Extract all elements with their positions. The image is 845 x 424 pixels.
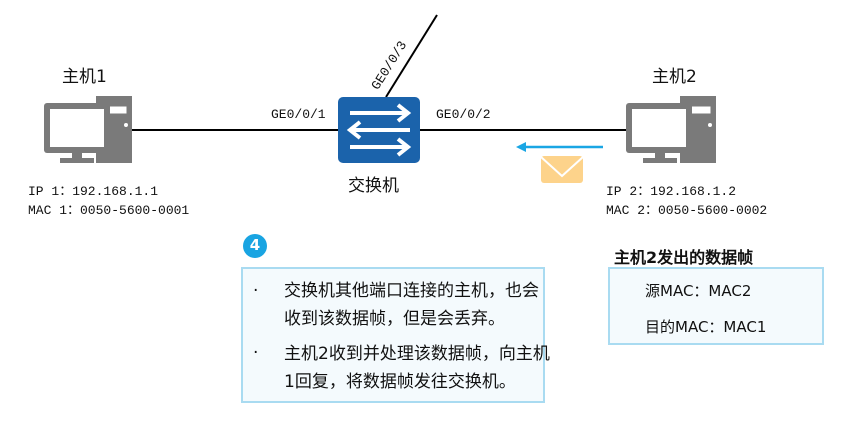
bullet-marker: · [253, 281, 259, 301]
host1-ip: IP 1：192.168.1.1 [28, 184, 159, 199]
envelope-icon [540, 156, 584, 183]
step-description-box: · 交换机其他端口连接的主机，也会 收到该数据帧，但是会丢弃。 · 主机2收到并… [241, 267, 550, 403]
bullet-1-line-2: 收到该数据帧，但是会丢弃。 [284, 309, 505, 329]
bullet-1-line-1: 交换机其他端口连接的主机，也会 [284, 281, 539, 301]
host1-label: 主机1 [62, 67, 107, 87]
frame-src-mac: 源MAC：MAC2 [645, 282, 752, 300]
switch-icon [338, 97, 420, 163]
bullet-2-line-2: 1回复，将数据帧发往交换机。 [284, 372, 516, 392]
port-ge002: GE0/0/2 [436, 107, 491, 122]
host1-mac: MAC 1：0050-5600-0001 [28, 203, 190, 218]
bullet-marker: · [253, 343, 259, 363]
frame-dst-mac: 目的MAC：MAC1 [645, 318, 767, 336]
bullet-2-line-1: 主机2收到并处理该数据帧，向主机 [284, 344, 550, 364]
host2-ip: IP 2：192.168.1.2 [606, 184, 737, 199]
host2-computer-icon [626, 96, 716, 163]
step-badge-circle [243, 234, 267, 258]
host2-mac: MAC 2：0050-5600-0002 [606, 203, 768, 218]
step-badge: 4 [249, 236, 261, 254]
port-ge001: GE0/0/1 [271, 107, 326, 122]
link-switch-ge003 [385, 14, 438, 98]
switch-label: 交换机 [348, 176, 399, 196]
frame-direction-arrow-icon [516, 142, 603, 152]
frame-title: 主机2发出的数据帧 [614, 248, 754, 267]
host1-computer-icon [44, 96, 132, 163]
bullet-2: 主机2收到并处理该数据帧，向主机 1回复，将数据帧发往交换机。 [284, 340, 550, 396]
host2-label: 主机2 [652, 67, 697, 87]
bullet-1: 交换机其他端口连接的主机，也会 收到该数据帧，但是会丢弃。 [284, 277, 539, 333]
frame-box: 源MAC：MAC2 目的MAC：MAC1 [608, 267, 824, 345]
